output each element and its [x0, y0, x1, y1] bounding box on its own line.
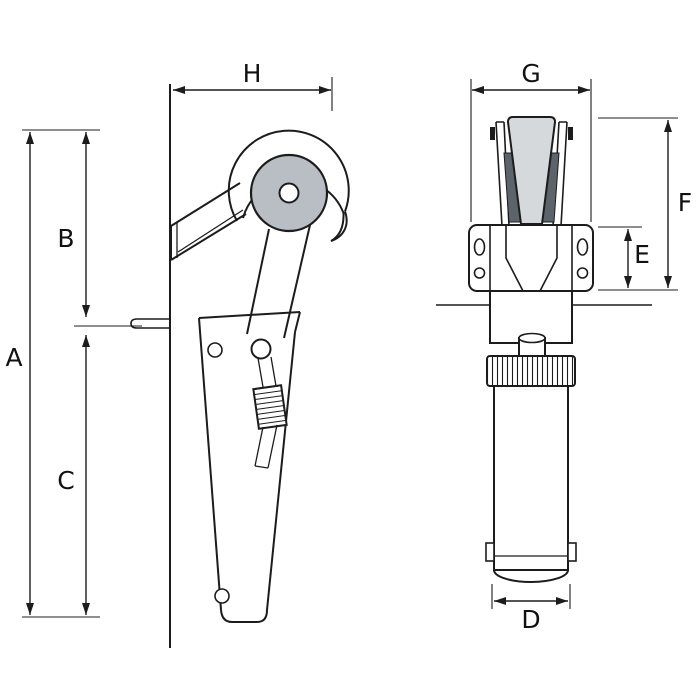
dimension-e: E: [598, 226, 650, 288]
mounting-plate: [468, 224, 594, 292]
body-hole-top: [207, 342, 223, 358]
dim-label-f: F: [678, 188, 692, 217]
front-view: [436, 116, 652, 583]
cylinder-tab-left: [485, 542, 495, 562]
dim-label-c: C: [57, 466, 74, 495]
body-hole-bottom: [214, 588, 230, 604]
plate-hole-left: [473, 267, 486, 279]
lever: [246, 224, 311, 339]
plate-slot-left: [473, 238, 486, 256]
fork-right-through: [539, 225, 558, 292]
plate-slot-right: [576, 238, 589, 256]
dimension-c: C: [57, 335, 90, 615]
dimension-h: H: [173, 59, 333, 111]
end-cap: [492, 569, 570, 583]
strike-flange: [130, 318, 170, 329]
dim-label-h: H: [243, 59, 262, 88]
dim-label-a: A: [5, 343, 22, 372]
pivot-hole: [250, 338, 272, 360]
dimensions: H G A B C F: [5, 59, 692, 634]
knurled-nut: [486, 355, 576, 387]
dim-label-g: G: [521, 59, 540, 88]
roller-hub: [278, 182, 300, 204]
body-plate: [198, 311, 301, 623]
dimension-f: F: [598, 117, 692, 291]
wedge-blade: [506, 116, 557, 225]
cylinder-body: [493, 377, 569, 571]
arm-tab-left: [490, 127, 495, 140]
dimension-d: D: [491, 584, 571, 634]
dimension-b: B: [57, 132, 142, 327]
dim-label-d: D: [521, 605, 540, 634]
dimension-g: G: [470, 59, 592, 222]
arm-tab-right: [568, 127, 573, 140]
fork-left-through: [505, 225, 524, 292]
cylinder-tab-right: [567, 542, 577, 562]
mounting-arm: [170, 182, 247, 261]
plate-hole-right: [576, 267, 589, 279]
dim-label-b: B: [57, 224, 74, 253]
dim-label-e: E: [634, 240, 650, 269]
dimension-a: A: [5, 129, 100, 618]
side-view: [130, 84, 350, 648]
adjuster-knurl: [252, 384, 288, 430]
adjuster-screw: [252, 356, 288, 469]
